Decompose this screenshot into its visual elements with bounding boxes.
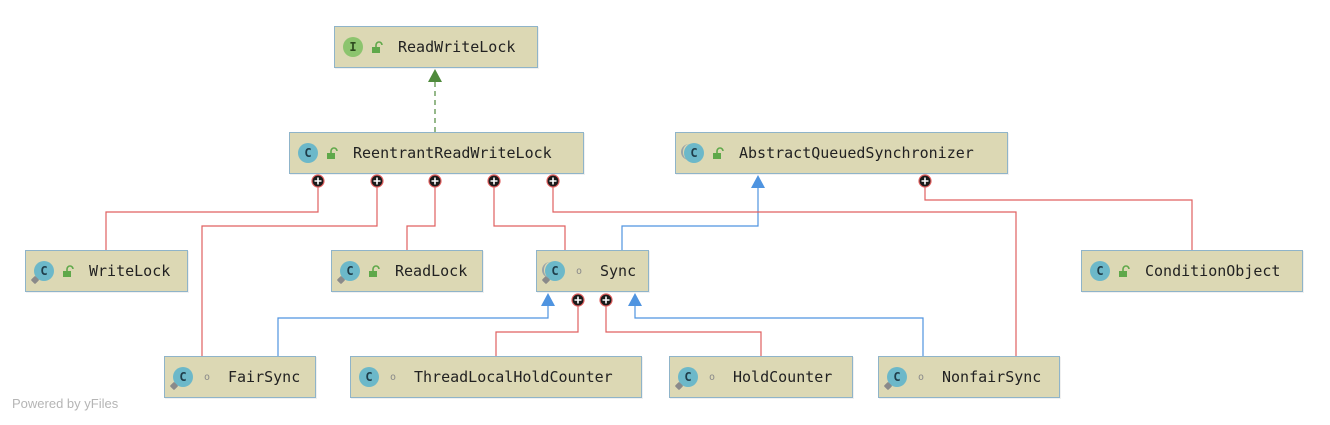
extends-arrowhead-sync-right <box>628 293 642 306</box>
inner-edge-holdcounter <box>605 300 762 356</box>
inner-class-marker-5 <box>918 174 932 188</box>
class-icon: C <box>1090 261 1110 281</box>
node-label: ReadLock <box>395 262 468 280</box>
inner-class-marker-2 <box>428 174 442 188</box>
inner-class-marker-0 <box>311 174 325 188</box>
node-holdcounter[interactable]: C o HoldCounter <box>669 356 853 398</box>
node-conditionobject[interactable]: C ConditionObject <box>1081 250 1303 292</box>
static-class-icon: C <box>340 261 360 281</box>
node-threadlocalholdcounter[interactable]: C o ThreadLocalHoldCounter <box>350 356 642 398</box>
node-label: NonfairSync <box>942 368 1042 386</box>
inner-edge-conditionobject <box>924 181 1193 250</box>
implements-arrowhead <box>428 69 442 82</box>
public-lock-icon <box>367 264 381 278</box>
public-lock-icon <box>325 146 339 160</box>
node-writelock[interactable]: C WriteLock <box>25 250 188 292</box>
node-label: ConditionObject <box>1145 262 1281 280</box>
inner-edge-readlock <box>406 181 436 250</box>
node-label: WriteLock <box>89 262 171 280</box>
inner-class-marker-1 <box>370 174 384 188</box>
inner-edge-writelock <box>105 181 319 250</box>
inner-class-marker-7 <box>599 293 613 307</box>
node-sync[interactable]: C o Sync <box>536 250 649 292</box>
node-label: HoldCounter <box>733 368 833 386</box>
static-class-icon: C <box>887 367 907 387</box>
extends-edge-nonfairsync <box>634 306 924 356</box>
node-label: ReentrantReadWriteLock <box>353 144 552 162</box>
inner-edge-nonfairsync <box>552 181 1017 356</box>
static-class-icon: C <box>34 261 54 281</box>
interface-icon: I <box>343 37 363 57</box>
node-label: ReadWriteLock <box>398 38 516 56</box>
abstract-static-class-icon: C <box>542 261 565 281</box>
watermark: Powered by yFiles <box>12 396 119 411</box>
package-visibility-icon: o <box>389 371 397 383</box>
inner-class-marker-6 <box>571 293 585 307</box>
node-nonfairsync[interactable]: C o NonfairSync <box>878 356 1060 398</box>
extends-arrowhead-sync-left <box>541 293 555 306</box>
extends-edge-sync <box>621 188 759 250</box>
package-visibility-icon: o <box>575 265 583 277</box>
node-abstractqueuedsynchronizer[interactable]: C AbstractQueuedSynchronizer <box>675 132 1008 174</box>
inner-class-marker-4 <box>546 174 560 188</box>
public-lock-icon <box>711 146 725 160</box>
static-class-icon: C <box>173 367 193 387</box>
class-icon: C <box>298 143 318 163</box>
node-readlock[interactable]: C ReadLock <box>331 250 483 292</box>
class-icon: C <box>359 367 379 387</box>
inner-edge-fairsync <box>201 181 378 356</box>
node-reentrantreadwritelock[interactable]: C ReentrantReadWriteLock <box>289 132 584 174</box>
public-lock-icon <box>370 40 384 54</box>
node-label: Sync <box>600 262 637 280</box>
package-visibility-icon: o <box>708 371 716 383</box>
inner-class-marker-3 <box>487 174 501 188</box>
abstract-class-icon: C <box>681 143 704 163</box>
extends-edge-fairsync <box>277 306 549 356</box>
node-label: ThreadLocalHoldCounter <box>414 368 613 386</box>
extends-arrowhead-aqs <box>751 175 765 188</box>
public-lock-icon <box>1117 264 1131 278</box>
node-label: FairSync <box>228 368 301 386</box>
node-readwritelock[interactable]: I ReadWriteLock <box>334 26 538 68</box>
static-class-icon: C <box>678 367 698 387</box>
package-visibility-icon: o <box>203 371 211 383</box>
node-label: AbstractQueuedSynchronizer <box>739 144 974 162</box>
public-lock-icon <box>61 264 75 278</box>
inner-edge-sync <box>493 181 566 250</box>
inner-edge-threadlocalholdcounter <box>495 300 579 356</box>
node-fairsync[interactable]: C o FairSync <box>164 356 316 398</box>
package-visibility-icon: o <box>917 371 925 383</box>
